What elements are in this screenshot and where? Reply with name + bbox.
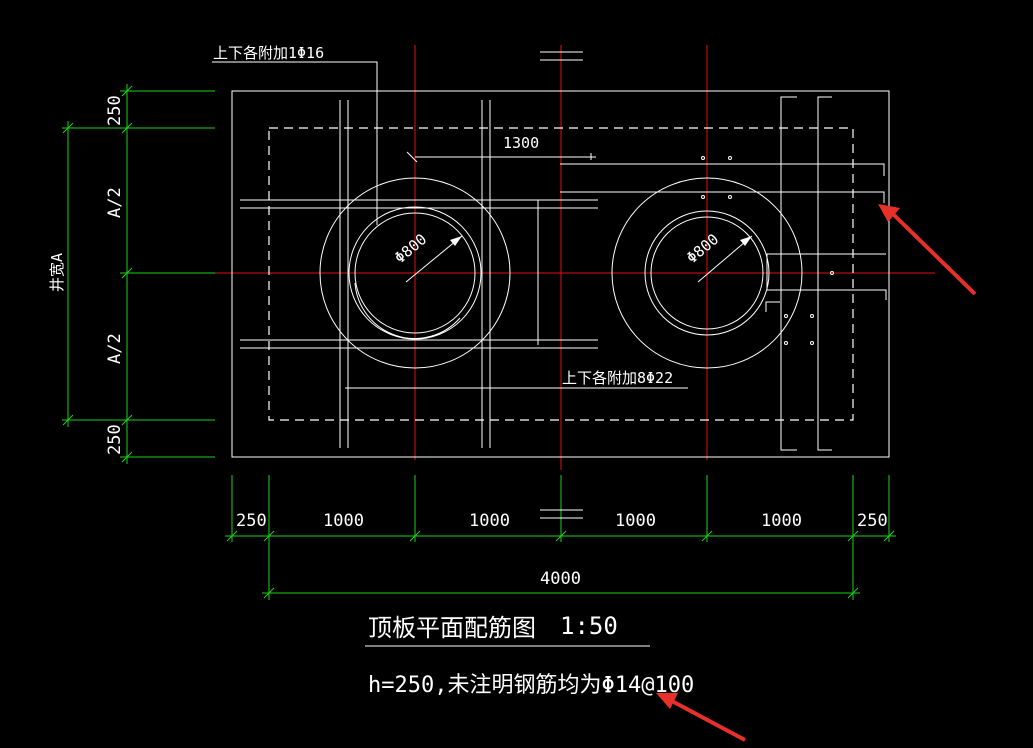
- leaders: [212, 61, 688, 389]
- left-opening: [240, 100, 598, 448]
- drawing-text: 上下各附加1Φ16 1300 Φ800 Φ800 上下各附加8Φ22 250 1…: [48, 44, 888, 698]
- dim-1000-c: 1000: [615, 511, 656, 531]
- drawing-scale: 1:50: [560, 612, 618, 640]
- dim-1000-a: 1000: [323, 511, 364, 531]
- well-width-label: 井宽A: [48, 253, 66, 292]
- dim-250-bottom: 250: [105, 424, 125, 455]
- callout-arrow-lower: [656, 693, 746, 742]
- offset-1300-label: 1300: [503, 134, 539, 152]
- bottom-rebar-label: 上下各附加8Φ22: [562, 369, 673, 387]
- pipe-left-label: Φ800: [391, 230, 430, 267]
- callout-arrow-upper: [878, 204, 977, 296]
- dim-1000-d: 1000: [761, 511, 802, 531]
- dim-a2-bottom: A/2: [105, 333, 125, 364]
- dim-1000-b: 1000: [469, 511, 510, 531]
- dim-250-right: 250: [857, 511, 888, 531]
- right-opening: [560, 96, 887, 451]
- dim-250-left: 250: [236, 511, 267, 531]
- dim-250-top: 250: [105, 95, 125, 126]
- top-rebar-label: 上下各附加1Φ16: [213, 44, 324, 62]
- dim-a2-top: A/2: [105, 187, 125, 218]
- drawing-title: 顶板平面配筋图: [368, 614, 536, 642]
- centerlines: [215, 45, 935, 470]
- pipe-right-label: Φ800: [683, 230, 722, 267]
- dim-4000-total: 4000: [540, 569, 581, 589]
- slab-outline: [231, 90, 890, 458]
- drawing-note: h=250,未注明钢筋均为Φ14@100: [368, 673, 694, 698]
- dimension-lines: [62, 84, 896, 600]
- break-symbol: [540, 51, 583, 519]
